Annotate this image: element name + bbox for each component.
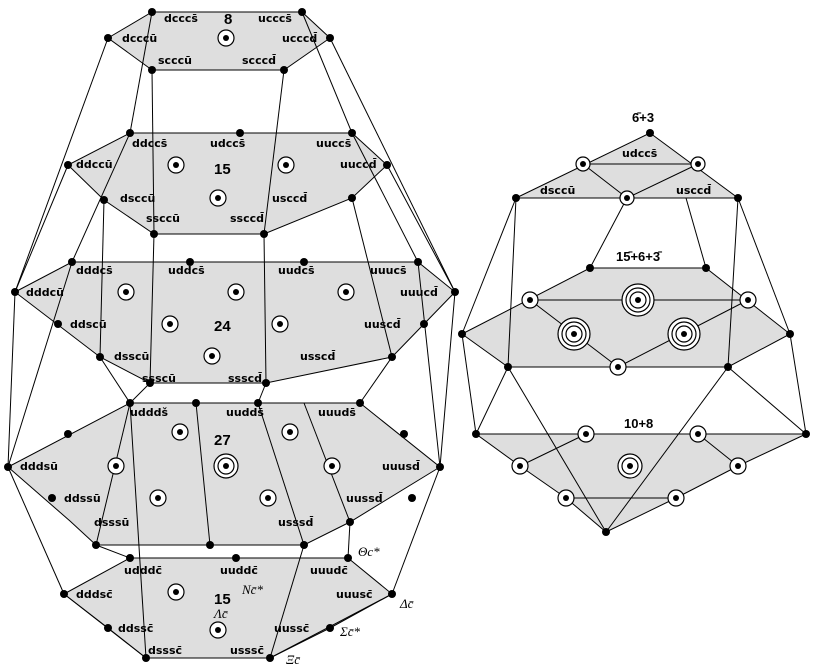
left-edges: [7, 11, 456, 659]
particle-label-delta: Δc̄: [399, 596, 414, 611]
state-label: uuccd̄: [340, 158, 377, 171]
particle-label-theta: Θc*: [358, 544, 380, 559]
state-label: dddcū: [26, 286, 64, 299]
state-label: udddš: [130, 406, 168, 419]
state-label: usssd̄: [278, 516, 313, 529]
state-label: dsscū: [114, 350, 149, 363]
state-label: ddssc̄: [118, 622, 153, 635]
state-label: uuusc̄: [336, 588, 373, 601]
state-label: ssccū: [146, 212, 180, 225]
state-label: ucccd̄: [282, 32, 317, 45]
state-label: ssscd̄: [228, 372, 262, 385]
mult-15-upper: 15: [214, 161, 231, 178]
particle-label-lambda: Λc̄: [212, 606, 229, 621]
state-label: dsccū: [120, 192, 155, 205]
state-label: ssccd̄: [230, 212, 264, 225]
state-label: usscd̄: [300, 350, 335, 363]
right-vertices: [458, 129, 810, 536]
mult-15-lower: 15: [214, 591, 231, 608]
state-label: dddsc̄: [76, 588, 113, 601]
state-label: usccd̄: [272, 192, 307, 205]
state-label: dcccs̄: [164, 12, 198, 25]
state-label: dsccū: [540, 184, 575, 197]
state-label: udddc̄: [124, 564, 162, 577]
state-label: uddcs̄: [168, 264, 205, 277]
plane-15bar-6-3bar: [461, 267, 791, 368]
plane-10-8: [474, 433, 807, 533]
state-label: ddccs̄: [132, 137, 168, 150]
state-label: ddscū: [70, 318, 107, 331]
state-label: uuuds̄: [318, 406, 356, 419]
state-label: dcccū: [122, 32, 157, 45]
state-label: ddccū: [76, 158, 113, 171]
state-label: scccd̄: [242, 54, 276, 67]
state-label: usccd̄: [676, 184, 711, 197]
particle-label-n: Nc̄*: [241, 582, 263, 597]
mult-8: 8: [224, 11, 232, 28]
state-label: udccs̄: [622, 147, 658, 160]
mult-10-8: 10+8: [624, 416, 653, 431]
state-label: uuucd̄: [400, 286, 438, 299]
state-label: scccū: [158, 54, 192, 67]
state-label: ucccs̄: [258, 12, 292, 25]
mult-6bar-3: 6̄+3: [632, 110, 654, 125]
right-ring-points: [511, 156, 757, 507]
state-label: dddcs̄: [76, 264, 113, 277]
state-label: udccs̄: [210, 137, 246, 150]
particle-label-xi: Ξc̄: [286, 652, 301, 667]
particle-label-sigma: Σc̄*: [339, 624, 360, 639]
state-label: dsssc̄: [148, 644, 182, 657]
left-vertices: [4, 8, 459, 662]
state-label: uudcs̄: [278, 264, 315, 277]
state-label: uussc̄: [274, 622, 309, 635]
state-label: uuucs̄: [370, 264, 407, 277]
state-label: uuscd̄: [364, 318, 401, 331]
mult-24: 24: [214, 318, 231, 335]
state-label: uuccs̄: [316, 137, 352, 150]
state-label: ddssū: [64, 492, 101, 505]
state-label: ssscū: [142, 372, 176, 385]
state-label: uuudc̄: [310, 564, 348, 577]
state-label: dsssū: [94, 516, 129, 529]
state-label: uussd̄: [346, 492, 383, 505]
mult-27: 27: [214, 432, 231, 449]
state-label: uuusd̄: [382, 460, 420, 473]
mult-15bar-6-3bar: 15̄+6+3̄: [616, 249, 662, 264]
state-label: dddsū: [20, 460, 58, 473]
state-label: uudds̄: [226, 406, 264, 419]
left-ring-points: [107, 29, 355, 639]
state-label: uuddc̄: [220, 564, 258, 577]
state-label: usssc̄: [230, 644, 264, 657]
